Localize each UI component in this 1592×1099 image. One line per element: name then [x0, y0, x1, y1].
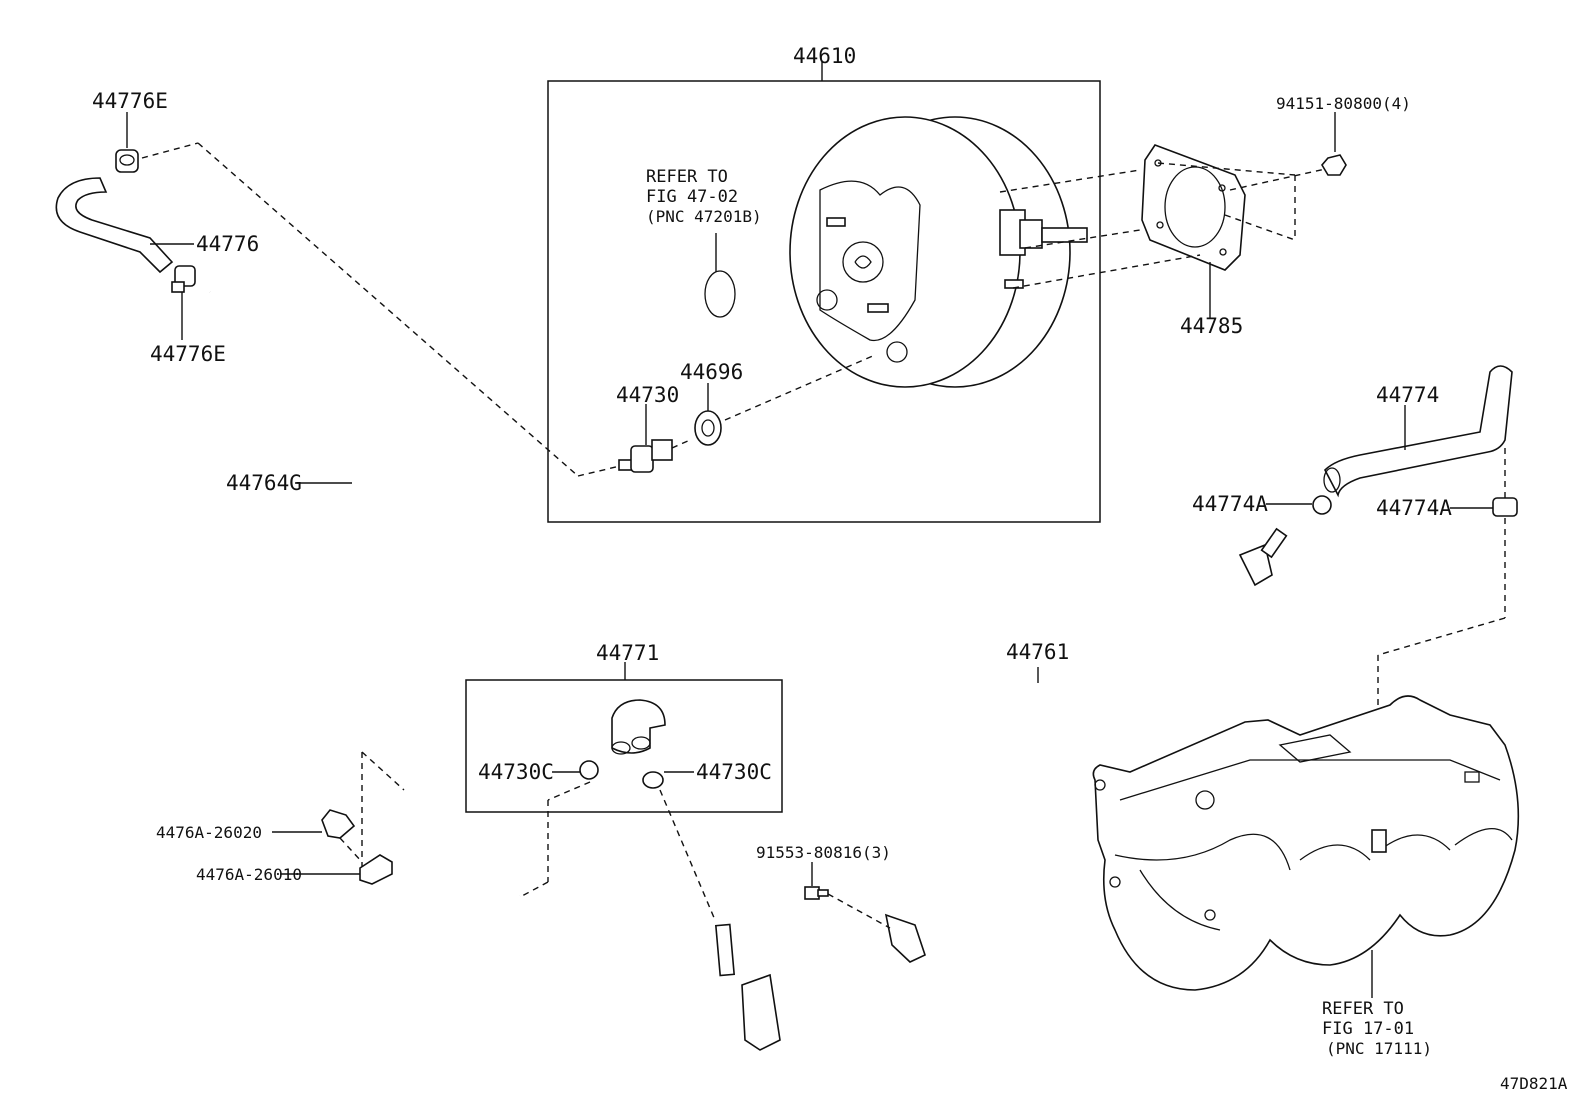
note-fig4702-line1: REFER TO: [646, 167, 728, 187]
label-91553[interactable]: 91553-80816(3): [756, 843, 891, 862]
nut-94151[interactable]: [1321, 154, 1347, 176]
label-94151[interactable]: 94151-80800(4): [1276, 94, 1411, 113]
label-44610[interactable]: 44610: [793, 44, 856, 68]
label-44774[interactable]: 44774: [1376, 383, 1439, 407]
label-44776[interactable]: 44776: [196, 232, 259, 256]
clamp-4476A-26020[interactable]: [321, 809, 356, 839]
clip-44776E-top[interactable]: [115, 149, 139, 173]
clamp-44730C-right[interactable]: [642, 771, 664, 789]
clip-44774A-left[interactable]: [1312, 495, 1332, 515]
label-44764G[interactable]: 44764G: [226, 471, 302, 495]
label-44730C-left[interactable]: 44730C: [478, 760, 554, 784]
bolt-91553[interactable]: [804, 886, 829, 900]
vacuum-pipe-44761[interactable]: [714, 527, 1288, 1051]
label-44776E-bottom[interactable]: 44776E: [150, 342, 226, 366]
booster-assembly-frame: [547, 80, 1101, 523]
diagram-id: 47D821A: [1500, 1074, 1568, 1093]
clip-44774A-right[interactable]: [1492, 497, 1518, 517]
gasket-44785[interactable]: [1141, 144, 1246, 271]
grommet-44696[interactable]: [694, 410, 722, 446]
label-44774A-right[interactable]: 44774A: [1376, 496, 1452, 520]
note-fig4702-line3: (PNC 47201B): [646, 207, 762, 226]
vacuum-hose-44764G[interactable]: [208, 289, 521, 903]
label-4476A-26020[interactable]: 4476A-26020: [156, 823, 262, 842]
hose-44774[interactable]: [1323, 365, 1513, 498]
label-44696[interactable]: 44696: [680, 360, 743, 384]
check-valve-44730[interactable]: [618, 439, 673, 473]
o-ring[interactable]: [704, 270, 736, 318]
label-44730C-right[interactable]: 44730C: [696, 760, 772, 784]
elbow-hose-44771[interactable]: [611, 699, 666, 755]
label-44761[interactable]: 44761: [1006, 640, 1069, 664]
note-fig1701-line3: (PNC 17111): [1326, 1039, 1432, 1058]
clip-44776E-bottom[interactable]: [171, 265, 196, 293]
note-fig1701-line2: FIG 17-01: [1322, 1019, 1414, 1039]
label-44730[interactable]: 44730: [616, 383, 679, 407]
elbow-hose-box: [465, 679, 783, 813]
clamp-44730C-left[interactable]: [579, 760, 599, 780]
label-44776E-top[interactable]: 44776E: [92, 89, 168, 113]
label-44774A-left[interactable]: 44774A: [1192, 492, 1268, 516]
booster-assembly-group: 44610 REFER TO FIG 47-02 (PNC 47201B): [547, 44, 1101, 523]
clamp-4476A-26010[interactable]: [359, 854, 393, 885]
label-4476A-26010[interactable]: 4476A-26010: [196, 865, 302, 884]
intake-manifold[interactable]: [1092, 695, 1520, 991]
brake-booster[interactable]: [789, 116, 1088, 388]
label-44771[interactable]: 44771: [596, 641, 659, 665]
label-44785[interactable]: 44785: [1180, 314, 1243, 338]
note-fig4702-line2: FIG 47-02: [646, 187, 738, 207]
hose-44776[interactable]: [55, 177, 174, 274]
note-fig1701-line1: REFER TO: [1322, 999, 1404, 1019]
